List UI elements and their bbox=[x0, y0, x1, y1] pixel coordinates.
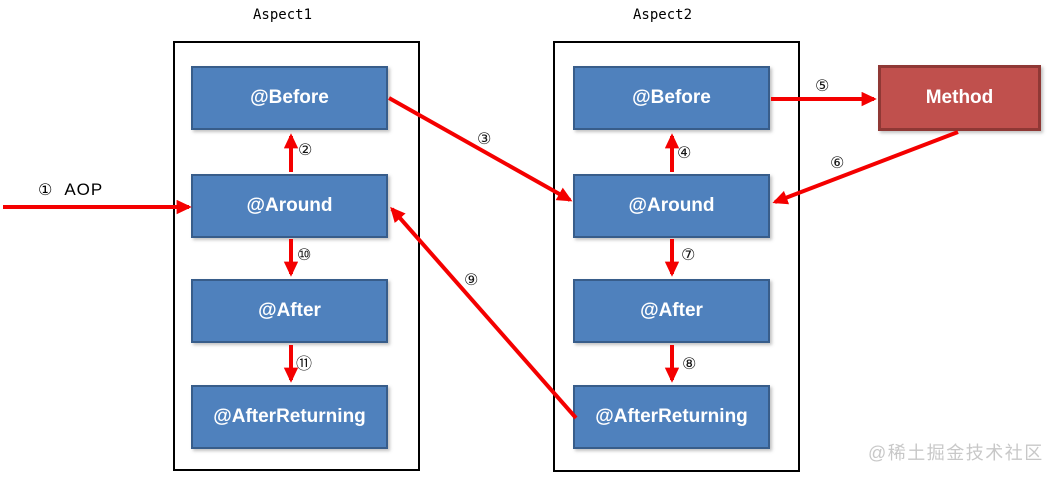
step-10-number: ⑩ bbox=[297, 245, 312, 264]
entry-label: ① AOP bbox=[38, 180, 103, 200]
arrow-6-method-to-aspect2-around bbox=[772, 130, 959, 205]
step-1-number: ① bbox=[38, 180, 53, 199]
aspect1-before-box: @Before bbox=[191, 66, 388, 130]
aspect1-title: Aspect1 bbox=[253, 7, 313, 23]
aspect2-afterreturning-box: @AfterReturning bbox=[573, 385, 770, 449]
entry-label-text: AOP bbox=[64, 180, 104, 199]
step-8-number: ⑧ bbox=[682, 354, 697, 373]
step-9-number: ⑨ bbox=[464, 270, 479, 289]
step-11-number: ⑪ bbox=[296, 354, 313, 373]
step-6-number: ⑥ bbox=[830, 153, 845, 172]
aspect1-around-box: @Around bbox=[191, 174, 388, 238]
aspect2-title: Aspect2 bbox=[633, 7, 693, 23]
step-7-number: ⑦ bbox=[681, 245, 696, 264]
step-4-number: ④ bbox=[677, 143, 692, 162]
aspect2-before-box: @Before bbox=[573, 66, 770, 130]
aspect1-afterreturning-box: @AfterReturning bbox=[191, 385, 388, 449]
aspect2-around-box: @Around bbox=[573, 174, 770, 238]
aspect2-after-box: @After bbox=[573, 279, 770, 343]
step-5-number: ⑤ bbox=[815, 76, 830, 95]
step-2-number: ② bbox=[298, 140, 313, 159]
step-3-number: ③ bbox=[477, 129, 492, 148]
watermark: @稀土掘金技术社区 bbox=[868, 443, 1044, 463]
aspect1-after-box: @After bbox=[191, 279, 388, 343]
method-box: Method bbox=[878, 65, 1041, 131]
